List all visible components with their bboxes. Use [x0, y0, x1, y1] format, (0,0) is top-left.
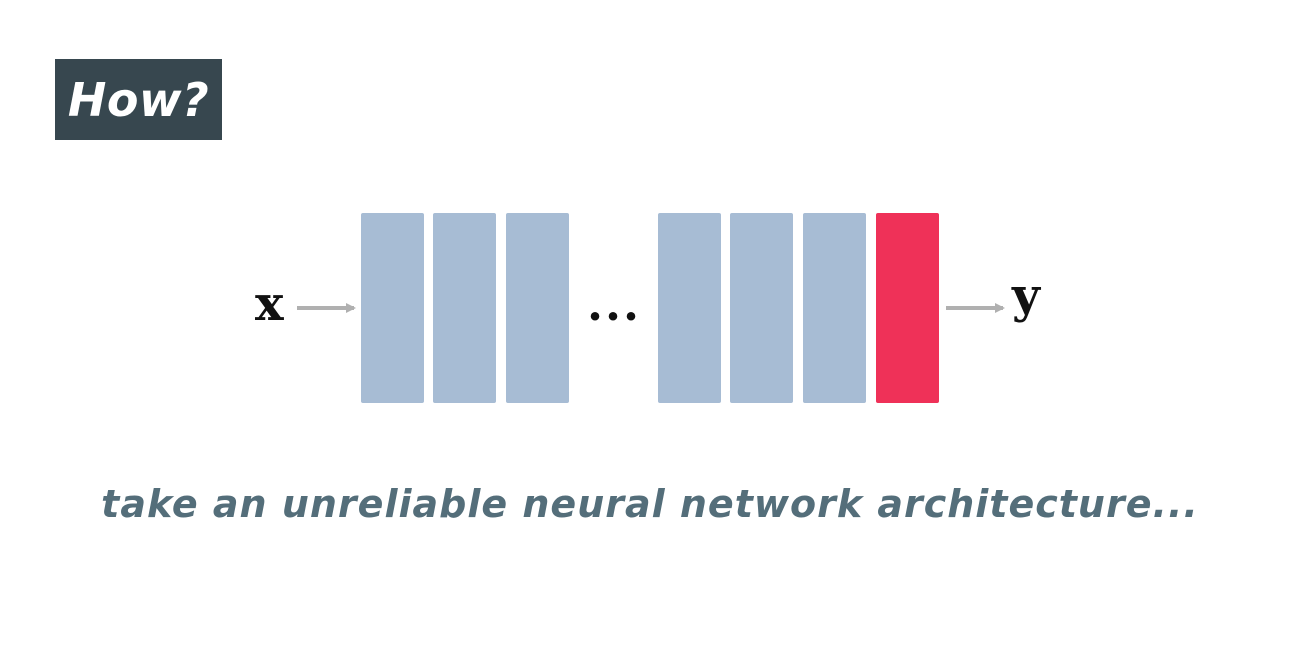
- hidden-layer-1: [361, 213, 424, 403]
- hidden-layer-6: [803, 213, 866, 403]
- hidden-layer-4: [658, 213, 721, 403]
- layer-group: [361, 213, 939, 403]
- title-box: How?: [55, 59, 222, 140]
- hidden-layer-3: [506, 213, 569, 403]
- hidden-layer-5: [730, 213, 793, 403]
- slide-title: How?: [67, 72, 210, 127]
- hidden-layer-2: [433, 213, 496, 403]
- slide-caption: take an unreliable neural network archit…: [101, 482, 1199, 526]
- output-label: y: [1011, 268, 1042, 324]
- output-layer: [876, 213, 939, 403]
- ellipsis: ...: [587, 277, 641, 331]
- input-label: x: [255, 276, 284, 332]
